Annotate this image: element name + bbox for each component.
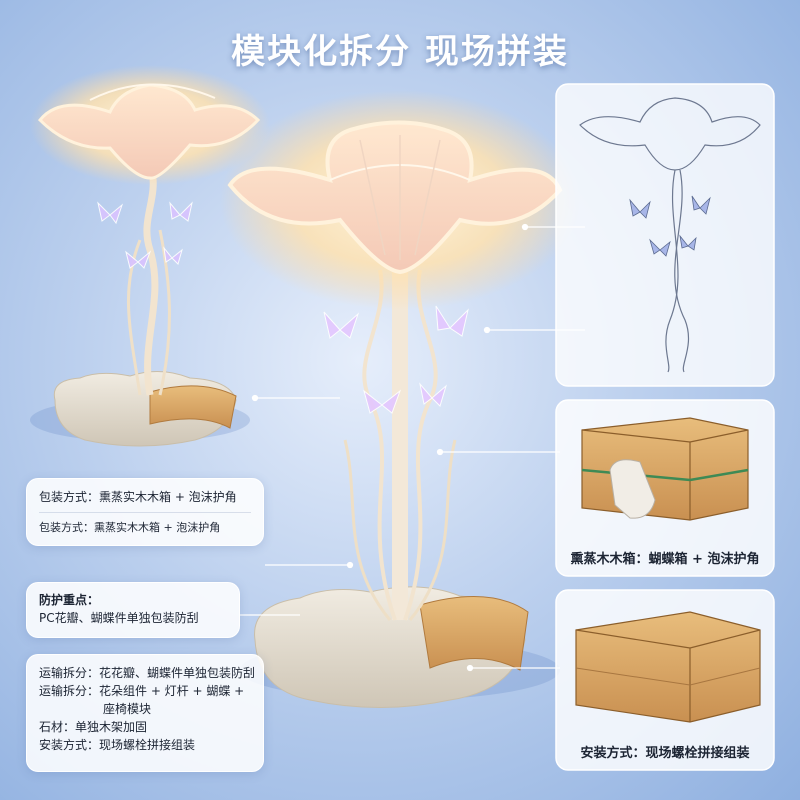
- protection-text: PC花瓣、蝴蝶件单独包装防刮: [39, 611, 199, 625]
- transport-line-2a: 运输拆分：花朵组件 + 灯杆 + 蝴蝶 +: [39, 684, 245, 698]
- crate-card-bottom: [555, 589, 775, 771]
- packing-method-card: 包装方式：熏蒸实木木箱 + 泡沫护角 包装方式：熏蒸实木木箱 + 泡沫护角: [26, 478, 264, 546]
- packing-method-line-2: 包装方式：熏蒸实木木箱 + 泡沫护角: [39, 521, 221, 534]
- protection-focus-card: 防护重点： PC花瓣、蝴蝶件单独包装防刮: [26, 582, 240, 638]
- crate-top-caption: 熏蒸木木箱：蝴蝶箱 + 泡沫护角: [570, 552, 760, 567]
- blueprint-card: [555, 83, 775, 387]
- crate-bottom-caption: 安装方式：现场螺栓拼接组装: [580, 746, 750, 761]
- divider: [39, 512, 251, 513]
- transport-split-card: 运输拆分：花花瓣、蝴蝶件单独包装防刮 运输拆分：花朵组件 + 灯杆 + 蝴蝶 +…: [26, 654, 264, 772]
- poster-title: 模块化拆分 现场拼装: [231, 32, 569, 72]
- transport-line-3: 石材：单独木架加固: [39, 720, 148, 734]
- protection-heading: 防护重点：: [39, 593, 100, 607]
- large-flower-lamp-illustration: [220, 90, 580, 708]
- transport-line-4: 安装方式：现场螺栓拼接组装: [39, 738, 196, 752]
- packing-method-line-1: 包装方式：熏蒸实木木箱 + 泡沫护角: [39, 490, 237, 504]
- small-flower-lamp-illustration: [30, 65, 270, 447]
- crate-card-top: [555, 399, 775, 577]
- transport-line-2b: 座椅模块: [103, 702, 152, 716]
- leader-lines: [240, 223, 585, 672]
- transport-line-1: 运输拆分：花花瓣、蝴蝶件单独包装防刮: [39, 666, 256, 680]
